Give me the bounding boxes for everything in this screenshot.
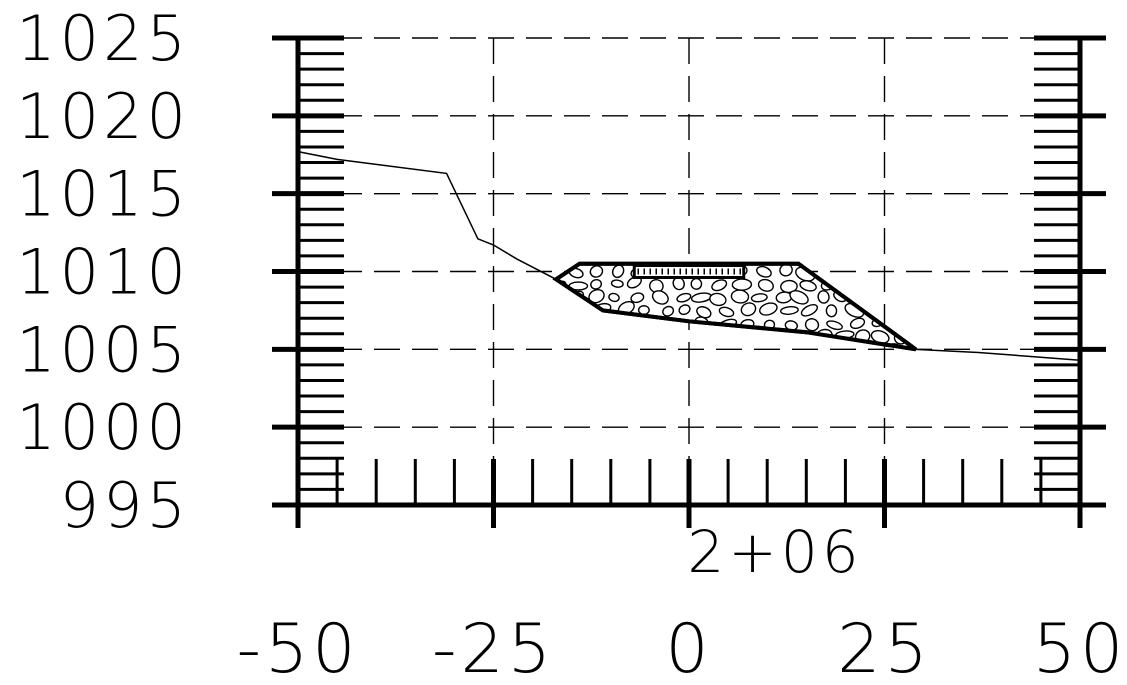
rock-stone — [697, 341, 710, 350]
rock-stone — [750, 329, 767, 343]
rock-stone — [718, 306, 735, 318]
rock-stone — [565, 343, 585, 350]
rock-stone — [662, 305, 675, 317]
rock-stone — [759, 302, 778, 316]
rock-stone — [879, 268, 895, 279]
rock-stone — [676, 292, 692, 303]
rock-stone — [794, 342, 816, 350]
rock-stone — [613, 316, 626, 328]
station-label: 2+06 — [687, 518, 862, 586]
rock-stone — [881, 277, 896, 291]
rock-stone — [859, 279, 874, 291]
rock-stone — [630, 331, 648, 346]
rock-stone — [892, 316, 905, 329]
rock-stone — [906, 316, 916, 328]
rock-stone — [632, 344, 648, 350]
rock-stone — [816, 342, 837, 350]
rock-stone — [920, 293, 932, 303]
rock-stone — [800, 303, 819, 317]
rock-stone — [840, 282, 858, 292]
rock-stone — [588, 331, 603, 345]
rock-stone — [731, 278, 753, 291]
rock-stone — [589, 344, 606, 350]
x-tick-label: -50 — [236, 610, 359, 685]
rock-stone — [901, 280, 916, 293]
rock-stone — [590, 278, 603, 290]
rock-stone — [886, 305, 900, 319]
rock-stone — [611, 344, 626, 350]
rock-stone — [921, 329, 937, 345]
rock-stone — [817, 290, 830, 304]
rock-stone — [589, 265, 604, 278]
rock-stone — [826, 320, 843, 331]
rock-stone — [901, 293, 914, 302]
rock-stone — [825, 304, 838, 318]
rock-stone — [908, 305, 916, 317]
rock-stone — [716, 346, 736, 350]
rock-stone — [836, 266, 855, 280]
rock-stone — [591, 316, 604, 329]
rock-stone — [756, 265, 772, 278]
rock-stone — [750, 293, 768, 303]
rock-stone — [630, 292, 645, 304]
rock-stone — [608, 330, 626, 345]
rock-stone — [730, 289, 750, 304]
x-axis-labels: -50 -25 0 25 50 — [236, 610, 1127, 685]
rock-stone — [780, 279, 798, 294]
rock-stone — [556, 293, 565, 304]
rock-stone — [556, 333, 567, 345]
rock-stone — [647, 329, 669, 345]
y-tick-label: 1000 — [16, 391, 190, 464]
x-tick-label: 50 — [1033, 610, 1127, 685]
rock-stone — [780, 305, 799, 315]
rock-stone — [670, 327, 688, 342]
embankment-layer — [552, 261, 937, 352]
rock-stone — [690, 277, 703, 290]
rock-stone — [709, 292, 727, 307]
y-tick-label: 1025 — [16, 2, 190, 75]
y-tick-label: 1010 — [16, 236, 190, 309]
rock-stone — [678, 304, 691, 316]
rock-stone — [651, 290, 669, 305]
x-tick-label: -25 — [432, 610, 555, 685]
rock-stone — [569, 316, 588, 329]
rock-stone — [804, 318, 820, 332]
x-tick-label: 0 — [665, 610, 712, 685]
y-tick-label: 995 — [60, 469, 190, 542]
rock-stone — [608, 292, 620, 303]
rock-stone — [637, 305, 650, 315]
rock-stone — [729, 332, 747, 343]
rock-stone — [556, 344, 567, 350]
rock-stone — [711, 279, 728, 292]
rock-stone — [610, 279, 624, 288]
rock-stone — [838, 345, 857, 350]
rock-stone — [572, 329, 586, 341]
rock-stone — [856, 266, 871, 278]
rock-stone — [799, 280, 817, 292]
rock-stone — [757, 278, 774, 292]
y-tick-label: 1020 — [16, 80, 190, 153]
rock-stone — [849, 317, 866, 330]
embankment-outline — [552, 261, 917, 352]
axis-ticks — [272, 35, 1106, 528]
rock-stone — [739, 342, 755, 350]
rock-stone — [556, 315, 567, 328]
y-tick-label: 1005 — [16, 313, 190, 386]
rock-stone — [691, 329, 704, 343]
rock-stone — [709, 332, 728, 343]
rock-stone — [789, 290, 809, 305]
rock-stone — [556, 308, 566, 318]
y-tick-label: 1015 — [16, 158, 190, 231]
rock-stone — [859, 291, 872, 303]
rock-stone — [740, 302, 757, 317]
x-tick-label: 25 — [837, 610, 932, 685]
rock-stone — [902, 263, 916, 277]
